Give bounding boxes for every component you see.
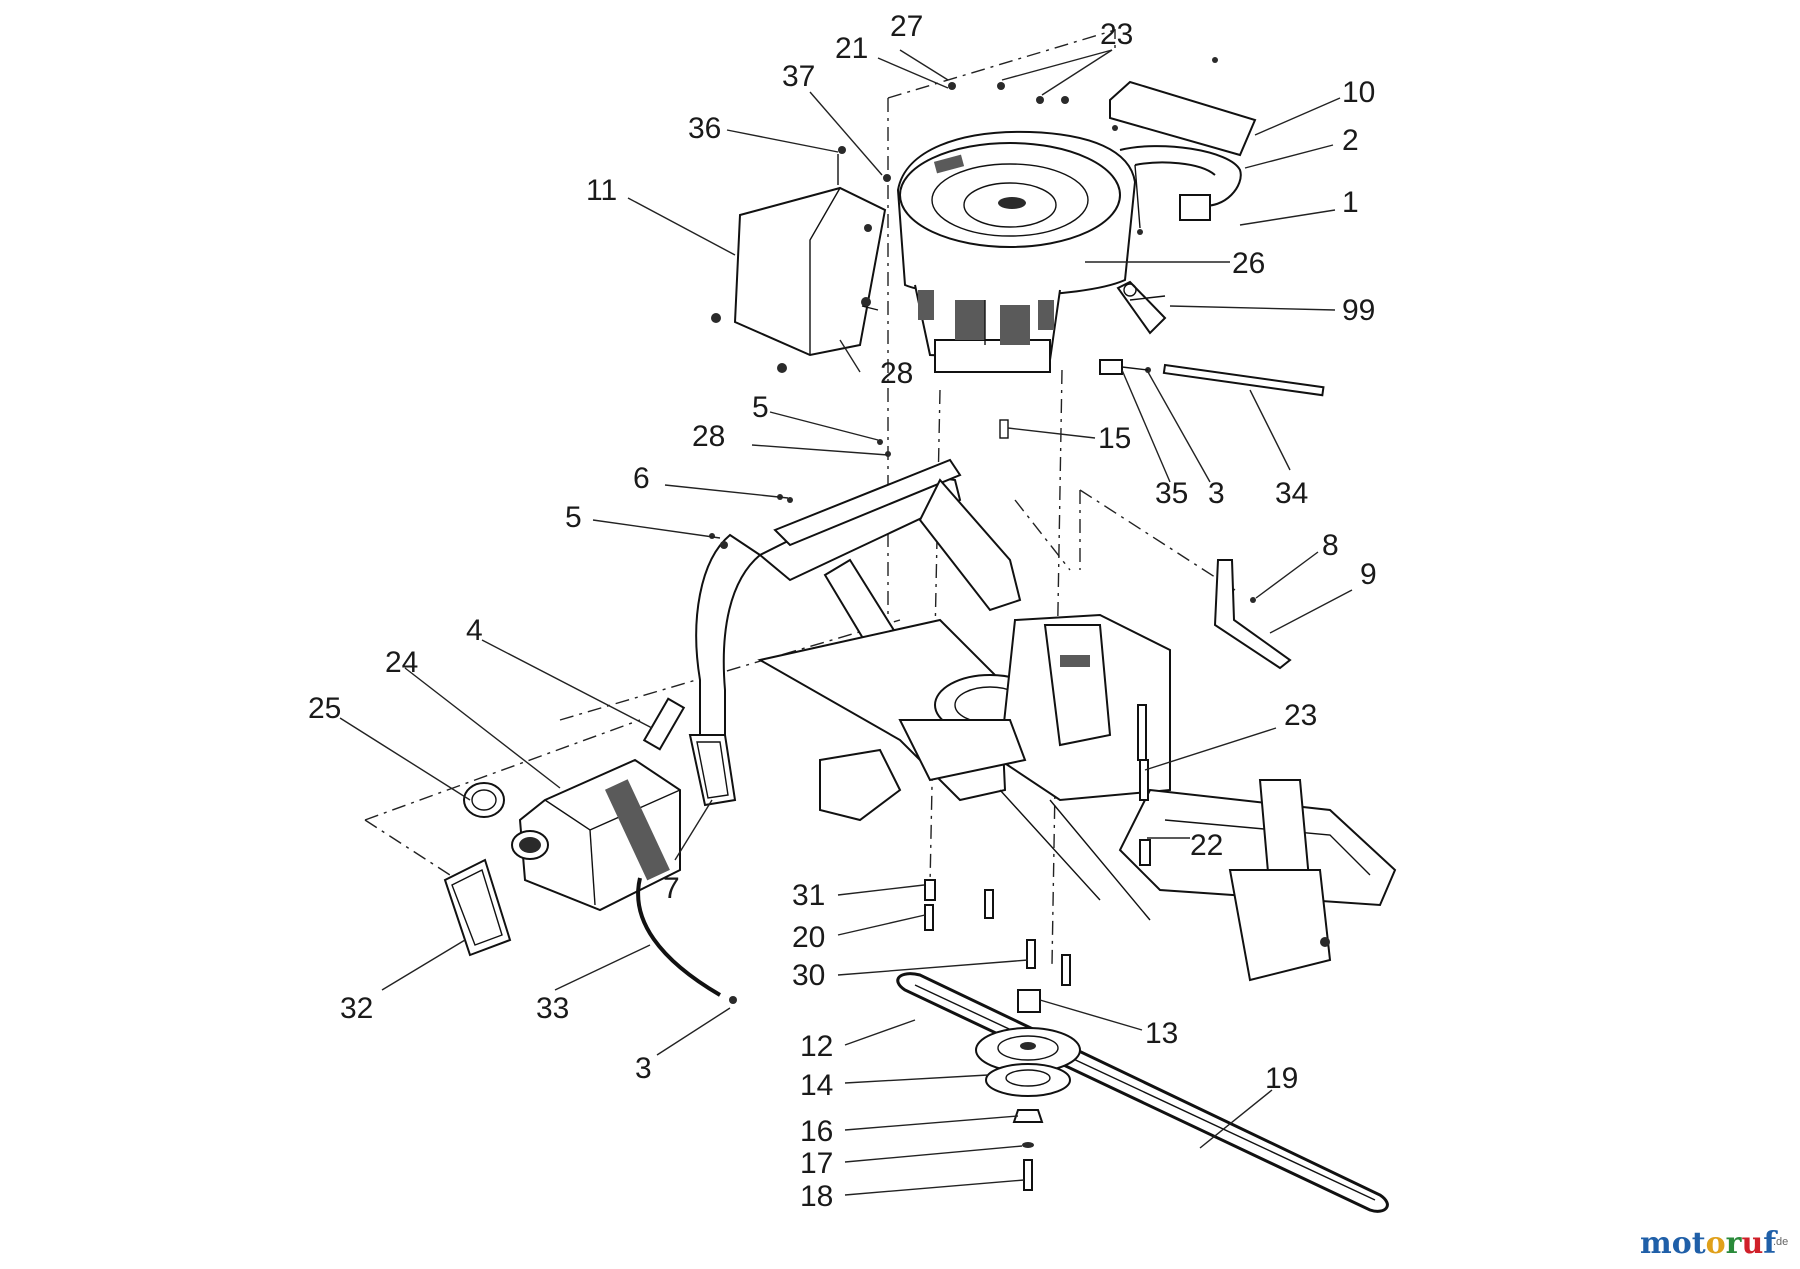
callout-30: 30 xyxy=(792,959,825,992)
callout-14: 14 xyxy=(800,1069,833,1102)
callout-19: 19 xyxy=(1265,1062,1298,1095)
callout-27: 27 xyxy=(890,10,923,43)
callout-37: 37 xyxy=(782,60,815,93)
dipstick xyxy=(1116,280,1167,335)
callout-22: 22 xyxy=(1190,829,1223,862)
callout-18: 18 xyxy=(800,1180,833,1213)
callout-8: 8 xyxy=(1322,529,1339,562)
tank-bracket xyxy=(688,734,737,807)
main-frame xyxy=(695,458,1397,982)
callout-1: 1 xyxy=(1342,186,1359,219)
callout-25: 25 xyxy=(308,692,341,725)
fuel-cap xyxy=(463,782,505,818)
support-bracket xyxy=(1213,559,1292,670)
callout-23-top: 23 xyxy=(1100,18,1133,51)
callout-20: 20 xyxy=(792,921,825,954)
callout-28-upper: 28 xyxy=(880,357,913,390)
leader-lines xyxy=(339,49,1353,1196)
tank-strap xyxy=(443,858,512,957)
callout-2: 2 xyxy=(1342,124,1359,157)
watermark-text: motoruf xyxy=(1640,1226,1778,1261)
fuel-fitting xyxy=(1099,359,1325,397)
callouts: 27 21 23 37 10 2 36 1 11 26 99 28 5 28 1… xyxy=(308,10,1377,1213)
callout-23-right: 23 xyxy=(1284,699,1317,732)
engine xyxy=(896,130,1137,373)
callout-11: 11 xyxy=(586,174,617,207)
callout-26: 26 xyxy=(1232,247,1265,280)
callout-3-hose: 3 xyxy=(635,1052,652,1085)
watermark-logo: motoruf .de xyxy=(1640,1226,1788,1261)
callout-35: 35 xyxy=(1155,477,1188,510)
callout-33: 33 xyxy=(536,992,569,1025)
callout-36: 36 xyxy=(688,112,721,145)
callout-5-lower: 5 xyxy=(565,501,582,534)
watermark-suffix: .de xyxy=(1773,1236,1788,1248)
watermark-letter: t xyxy=(1692,1226,1706,1261)
callout-4: 4 xyxy=(466,614,483,647)
filler-tube xyxy=(642,697,686,751)
callout-21: 21 xyxy=(835,32,868,65)
watermark-letter: f xyxy=(1763,1226,1778,1261)
callout-13: 13 xyxy=(1145,1017,1178,1050)
callout-24: 24 xyxy=(385,646,418,679)
callout-99: 99 xyxy=(1342,294,1375,327)
hardware xyxy=(709,82,1151,986)
callout-10: 10 xyxy=(1342,76,1375,109)
callout-31: 31 xyxy=(792,879,825,912)
heat-shield xyxy=(711,154,887,373)
callout-34: 34 xyxy=(1275,477,1308,510)
watermark-letter: m xyxy=(1640,1226,1672,1261)
fuel-tank xyxy=(511,758,681,912)
callout-9: 9 xyxy=(1360,558,1377,591)
callout-3-fitting: 3 xyxy=(1208,477,1225,510)
callout-16: 16 xyxy=(800,1115,833,1148)
callout-32: 32 xyxy=(340,992,373,1025)
callout-5-upper: 5 xyxy=(752,391,769,424)
callout-12: 12 xyxy=(800,1030,833,1063)
callout-17: 17 xyxy=(800,1147,833,1180)
watermark-letter: r xyxy=(1726,1226,1743,1261)
callout-28-mid: 28 xyxy=(692,420,725,453)
muffler-assembly xyxy=(1109,57,1257,235)
watermark-letter: o xyxy=(1706,1226,1726,1261)
watermark-letter: o xyxy=(1672,1226,1692,1261)
watermark-letter: u xyxy=(1741,1226,1763,1261)
fuel-hose xyxy=(636,877,737,1004)
callout-6: 6 xyxy=(633,462,650,495)
callout-15: 15 xyxy=(1098,422,1131,455)
callout-7: 7 xyxy=(663,872,680,905)
belt-drive xyxy=(896,972,1389,1213)
